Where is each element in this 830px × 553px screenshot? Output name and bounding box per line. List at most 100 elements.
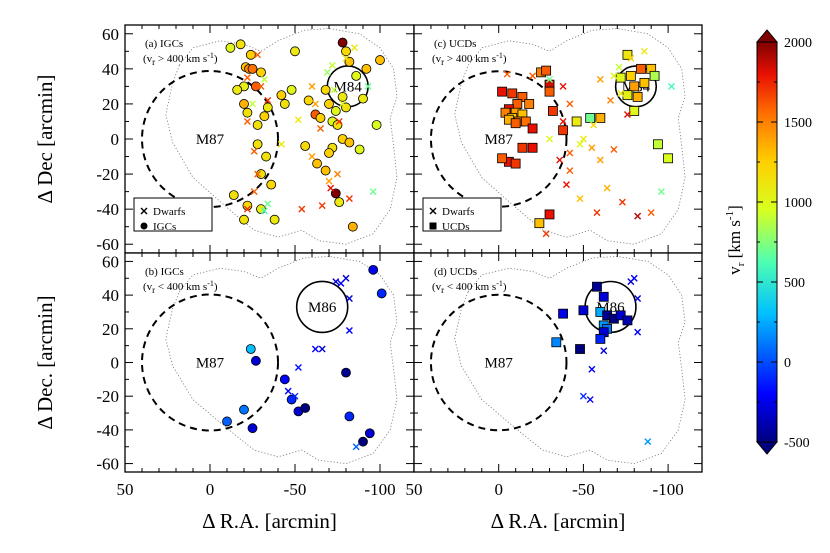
dwarf-point bbox=[603, 184, 611, 192]
dwarf-point bbox=[328, 61, 336, 69]
dwarf-point bbox=[318, 202, 326, 210]
igc-point bbox=[320, 165, 331, 176]
ucd-point bbox=[622, 90, 633, 101]
igc-point bbox=[239, 404, 249, 415]
ucd-point bbox=[663, 153, 674, 164]
colorbar-tick-label: -500 bbox=[784, 436, 810, 451]
galaxy-circle-m87 bbox=[141, 70, 279, 208]
ucd-point bbox=[497, 153, 507, 164]
igc-point bbox=[262, 102, 273, 113]
galaxy-circle-m87 bbox=[429, 70, 568, 208]
dwarf-point bbox=[257, 82, 265, 90]
igc-point bbox=[250, 355, 261, 366]
dwarf-point bbox=[325, 177, 333, 185]
dwarf-point bbox=[294, 116, 302, 124]
y-tick-label: 40 bbox=[102, 286, 119, 305]
igc-point bbox=[368, 264, 379, 275]
dwarf-point bbox=[546, 75, 554, 83]
igc-point bbox=[247, 423, 258, 434]
igc-point bbox=[376, 288, 387, 299]
x-tick-label: 0 bbox=[494, 480, 503, 499]
ucd-point bbox=[595, 334, 606, 344]
dwarf-point bbox=[318, 345, 326, 353]
legend-marker-cross bbox=[429, 207, 437, 215]
dwarf-point bbox=[277, 140, 285, 148]
dwarf-point bbox=[260, 75, 268, 83]
survey-footprint bbox=[454, 28, 686, 245]
dwarf-point bbox=[590, 121, 598, 129]
svg-text:(d) UCDs: (d) UCDs bbox=[434, 266, 477, 278]
panel-d-ticks bbox=[413, 253, 702, 472]
galaxy-circle-m87 bbox=[429, 293, 568, 432]
dwarf-point bbox=[593, 209, 601, 217]
ucd-point bbox=[551, 337, 562, 348]
y-axis-title-top: Δ Dec [arcmin] bbox=[33, 75, 57, 204]
ucd-point bbox=[517, 142, 528, 153]
dwarf-point bbox=[339, 100, 347, 108]
dwarf-point bbox=[298, 205, 306, 213]
dwarf-point bbox=[294, 364, 302, 372]
ucd-point bbox=[639, 77, 650, 88]
dwarf-point bbox=[250, 188, 258, 196]
y-tick-label: -40 bbox=[96, 200, 119, 219]
igc-point bbox=[256, 169, 266, 179]
dwarf-point bbox=[335, 117, 343, 125]
dwarf-point bbox=[327, 184, 335, 192]
igc-point bbox=[245, 49, 256, 60]
y-tick-label: 40 bbox=[102, 60, 119, 79]
ucd-point bbox=[510, 118, 521, 129]
dwarf-point bbox=[254, 170, 262, 178]
ucd-point bbox=[524, 99, 535, 109]
ucd-point bbox=[517, 92, 528, 102]
dwarf-point bbox=[610, 72, 618, 80]
svg-text:(vr < 400 km s-1): (vr < 400 km s-1) bbox=[143, 279, 218, 295]
dwarf-point bbox=[657, 188, 665, 196]
dwarf-point bbox=[586, 396, 594, 404]
dwarf-point bbox=[260, 207, 268, 215]
igc-point bbox=[239, 214, 249, 225]
dwarf-point bbox=[243, 205, 251, 213]
ucd-point bbox=[622, 49, 633, 60]
igc-point bbox=[239, 99, 249, 109]
dwarf-point bbox=[600, 347, 608, 355]
y-tick-label: 0 bbox=[111, 130, 120, 149]
dwarf-point bbox=[323, 68, 331, 76]
dwarf-point bbox=[529, 72, 537, 80]
igc-point bbox=[256, 204, 266, 215]
dwarf-point bbox=[576, 140, 584, 148]
dwarf-point bbox=[337, 279, 345, 287]
dwarf-point bbox=[576, 195, 584, 203]
dwarf-point bbox=[588, 365, 596, 373]
igc-point bbox=[286, 84, 297, 95]
survey-footprint bbox=[165, 28, 398, 245]
igc-point bbox=[300, 403, 311, 413]
dwarf-point bbox=[566, 167, 574, 175]
igc-point bbox=[354, 144, 365, 155]
igc-point bbox=[290, 46, 300, 57]
galaxy-label-m87: M87 bbox=[196, 132, 225, 148]
ucd-point bbox=[595, 113, 606, 123]
legend-marker-square bbox=[429, 222, 437, 230]
colorbar-bottom-arrow bbox=[755, 441, 779, 455]
legend-label: UCDs bbox=[442, 221, 470, 233]
igc-point bbox=[341, 367, 351, 378]
dwarf-point bbox=[249, 100, 256, 108]
dwarf-point bbox=[596, 156, 604, 164]
colorbar-top-arrow bbox=[755, 29, 779, 43]
y-tick-label: 20 bbox=[102, 320, 119, 339]
svg-text:(vr < 400 km s-1): (vr < 400 km s-1) bbox=[432, 279, 507, 295]
dwarf-point bbox=[617, 89, 625, 97]
ucd-point bbox=[544, 86, 555, 97]
dwarf-point bbox=[291, 392, 299, 400]
y-tick-label: 60 bbox=[102, 252, 119, 271]
dwarf-point bbox=[588, 144, 596, 152]
ucd-point bbox=[544, 209, 555, 220]
igc-point bbox=[279, 374, 290, 385]
x-tick-label: 50 bbox=[406, 480, 423, 499]
y-tick-label: -40 bbox=[96, 421, 119, 440]
ucd-point bbox=[510, 158, 521, 169]
igc-point bbox=[235, 39, 246, 50]
